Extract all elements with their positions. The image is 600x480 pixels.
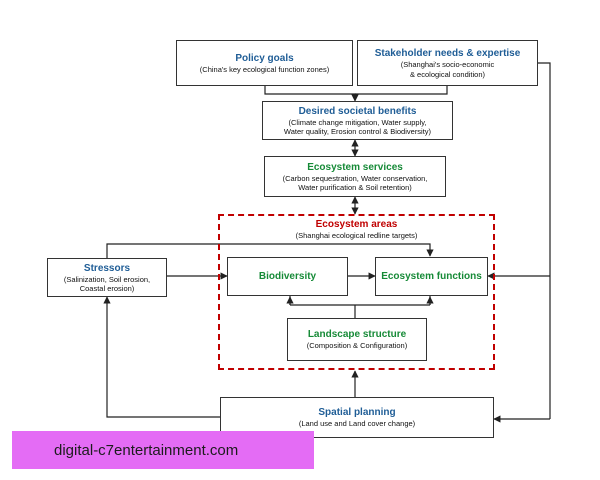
policy-goals-title: Policy goals xyxy=(235,52,294,64)
ecosystem-areas-region xyxy=(218,214,495,370)
ecosystem-functions-title: Ecosystem functions xyxy=(381,271,482,282)
ecosystem-services-subtitle: (Carbon sequestration, Water conservatio… xyxy=(282,173,428,193)
stakeholder-title: Stakeholder needs & expertise xyxy=(374,48,521,59)
biodiversity-title: Biodiversity xyxy=(258,271,317,282)
line-landscape-to-boxes xyxy=(289,296,431,318)
arrow-planning-to-stressors xyxy=(103,296,220,418)
ecosystem-services-box: Ecosystem services (Carbon sequestration… xyxy=(264,156,446,197)
stressors-box: Stressors (Salinization, Soil erosion, C… xyxy=(47,258,167,297)
watermark-text: digital-c7entertainment.com xyxy=(54,441,239,459)
policy-goals-subtitle: (China's key ecological function zones) xyxy=(199,64,330,74)
landscape-structure-subtitle: (Composition & Configuration) xyxy=(306,341,408,351)
policy-goals-box: Policy goals (China's key ecological fun… xyxy=(176,40,353,86)
stressors-title: Stressors xyxy=(83,262,131,274)
arrow-policy-to-benefits xyxy=(264,86,359,102)
region-title: Ecosystem areas xyxy=(315,219,398,230)
ecosystem-functions-box: Ecosystem functions xyxy=(375,257,488,296)
region-subtitle: (Shanghai ecological redline targets) xyxy=(295,231,418,240)
line-stressors-to-functions xyxy=(106,243,434,258)
spatial-planning-subtitle: (Land use and Land cover change) xyxy=(298,419,416,429)
societal-benefits-box: Desired societal benefits (Climate chang… xyxy=(262,101,453,140)
line-stakeholder-to-benefits xyxy=(355,86,448,95)
ecosystem-services-title: Ecosystem services xyxy=(307,161,403,173)
spatial-planning-title: Spatial planning xyxy=(318,407,396,419)
line-stakeholder-right xyxy=(538,62,551,419)
stakeholder-box: Stakeholder needs & expertise (Shanghai'… xyxy=(357,40,538,86)
societal-benefits-title: Desired societal benefits xyxy=(298,105,417,117)
landscape-structure-box: Landscape structure (Composition & Confi… xyxy=(287,318,427,361)
biodiversity-box: Biodiversity xyxy=(227,257,348,296)
stressors-subtitle: (Salinization, Soil erosion, Coastal ero… xyxy=(63,274,151,294)
stakeholder-subtitle: (Shanghai's socio-economic & ecological … xyxy=(400,60,495,79)
societal-benefits-subtitle: (Climate change mitigation, Water supply… xyxy=(283,117,432,137)
watermark-banner: digital-c7entertainment.com xyxy=(12,431,314,469)
landscape-structure-title: Landscape structure xyxy=(307,329,407,341)
